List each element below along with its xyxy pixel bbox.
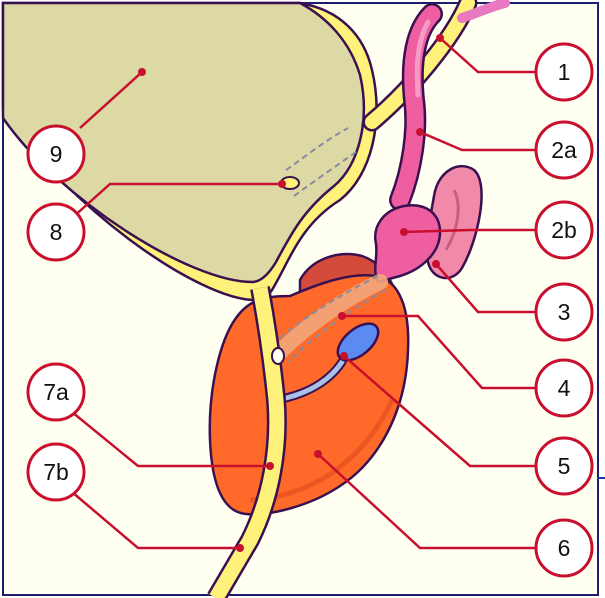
dot-9 (138, 68, 146, 76)
dot-5 (340, 352, 348, 360)
callout-5[interactable]: 5 (536, 438, 592, 494)
callout-6-label: 6 (558, 535, 571, 561)
callout-2b[interactable]: 2b (536, 202, 592, 258)
callout-2a-label: 2a (551, 137, 577, 163)
callout-7a[interactable]: 7a (28, 364, 84, 420)
callout-3-label: 3 (558, 299, 571, 325)
callout-2a[interactable]: 2a (536, 122, 592, 178)
callout-6[interactable]: 6 (536, 520, 592, 576)
callout-1-label: 1 (558, 59, 571, 85)
dot-1 (436, 34, 444, 42)
callout-9[interactable]: 9 (28, 126, 84, 182)
dot-2a (416, 128, 424, 136)
dot-6 (314, 450, 322, 458)
dot-4 (338, 312, 346, 320)
callout-7a-label: 7a (43, 379, 69, 405)
callout-5-label: 5 (558, 453, 571, 479)
callout-3[interactable]: 3 (536, 284, 592, 340)
callout-7b-label: 7b (43, 459, 69, 485)
callout-8[interactable]: 8 (28, 204, 84, 260)
dot-7a (266, 462, 274, 470)
callout-2b-label: 2b (551, 217, 577, 243)
dot-2b (400, 228, 408, 236)
dot-8 (278, 180, 286, 188)
callout-1[interactable]: 1 (536, 44, 592, 100)
callout-8-label: 8 (50, 219, 63, 245)
callout-4-label: 4 (558, 375, 571, 401)
dot-7b (236, 544, 244, 552)
callout-4[interactable]: 4 (536, 360, 592, 416)
dot-3 (432, 260, 440, 268)
urethra-opening (272, 348, 284, 364)
callout-7b[interactable]: 7b (28, 444, 84, 500)
callout-9-label: 9 (50, 141, 63, 167)
